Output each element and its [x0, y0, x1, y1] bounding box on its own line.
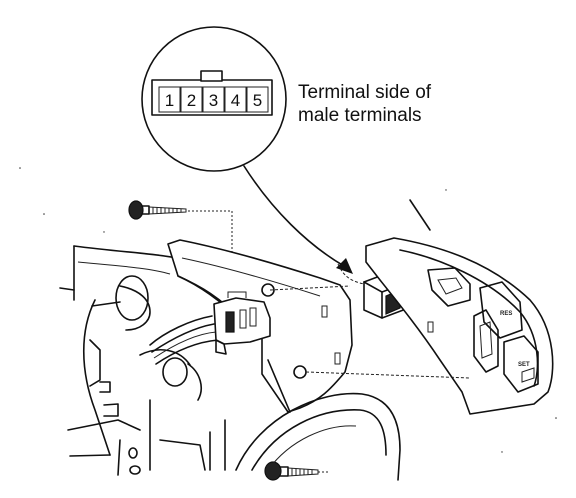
dashboard-outline [59, 245, 226, 476]
switch-left-rocker [473, 309, 499, 373]
callout-line-2: male terminals [298, 105, 422, 126]
switch-recess-upper [427, 267, 471, 307]
terminal-number-1: 1 [165, 91, 174, 110]
leader-dashes [269, 263, 471, 379]
connector-inset: 1 2 3 4 5 [141, 26, 287, 172]
wire-harness [149, 315, 219, 365]
terminal-number-4: 4 [231, 91, 240, 110]
terminal-cell-2 [180, 86, 203, 113]
steering-wheel-rim [235, 392, 401, 481]
screw-upper [128, 200, 233, 270]
terminal-cell-5 [246, 86, 269, 113]
terminal-cells [158, 86, 269, 113]
set-label: SET [518, 362, 530, 368]
connector-lock-tab [200, 70, 223, 82]
arrowhead [336, 258, 353, 274]
terminal-number-3: 3 [209, 91, 218, 110]
terminal-number-5: 5 [253, 91, 262, 110]
switch-panel: RES SET [365, 199, 554, 415]
screw-lower [264, 461, 330, 481]
resume-button [479, 281, 523, 339]
terminal-cell-4 [224, 86, 247, 113]
callout-line-1: Terminal side of [298, 82, 432, 103]
inset-circle [141, 26, 287, 172]
set-button [503, 335, 539, 393]
speckles [19, 167, 557, 453]
terminal-cell-3 [202, 86, 225, 113]
harness-connector [213, 291, 271, 355]
terminal-number-2: 2 [187, 91, 196, 110]
leader-arrow [243, 165, 353, 274]
resume-label: RES [500, 311, 512, 317]
terminal-cell-1 [158, 86, 181, 113]
bracket-hole-upper [261, 283, 275, 297]
